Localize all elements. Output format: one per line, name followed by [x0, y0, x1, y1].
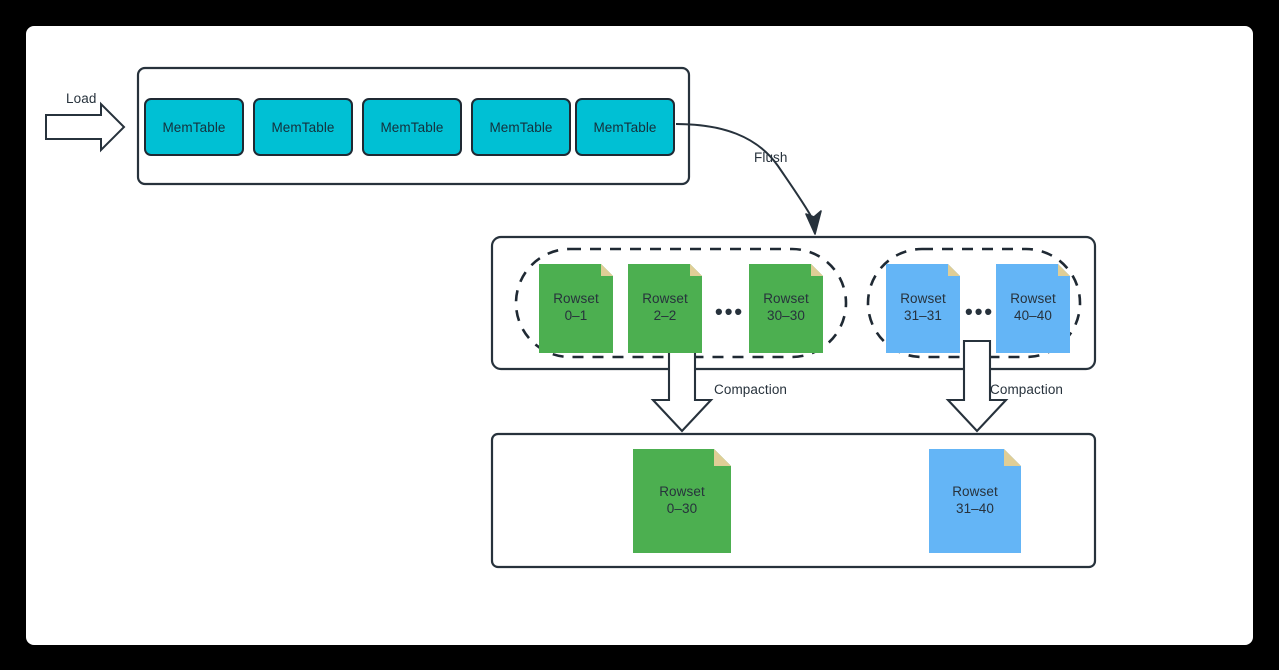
rowset-label-40-40: Rowset 40–40	[996, 290, 1070, 324]
rowset-title: Rowset	[763, 291, 809, 306]
rowset-label-30-30: Rowset 30–30	[749, 290, 823, 324]
compacted-rowset-label-31-40: Rowset 31–40	[929, 483, 1021, 517]
rowset-range: 31–31	[903, 308, 943, 323]
rowset-label-0-1: Rowset 0–1	[539, 290, 613, 324]
memtable-label-1: MemTable	[162, 120, 226, 135]
rowset-title: Rowset	[659, 484, 705, 499]
load-label: Load	[66, 91, 97, 106]
rowset-label-31-31: Rowset 31–31	[886, 290, 960, 324]
rowset-title: Rowset	[1010, 291, 1056, 306]
memtable-label-5: MemTable	[593, 120, 657, 135]
rowset-group-blue-ellipsis: •••	[965, 299, 995, 324]
rowset-range: 2–2	[653, 308, 677, 323]
rowset-title: Rowset	[553, 291, 599, 306]
rowset-range: 40–40	[1013, 308, 1053, 323]
diagram-canvas	[26, 26, 1253, 645]
rowset-range: 0–30	[666, 501, 698, 516]
memtable-label-2: MemTable	[271, 120, 335, 135]
memtable-label-4: MemTable	[489, 120, 553, 135]
rowset-group-green-ellipsis: •••	[715, 299, 745, 324]
rowset-range: 30–30	[766, 308, 806, 323]
flush-label: Flush	[754, 150, 788, 165]
rowset-title: Rowset	[900, 291, 946, 306]
rowset-title: Rowset	[952, 484, 998, 499]
rowset-range: 0–1	[564, 308, 588, 323]
compaction-label-right: Compaction	[990, 382, 1064, 397]
compaction-label-left: Compaction	[714, 382, 788, 397]
rowset-title: Rowset	[642, 291, 688, 306]
memtable-label-3: MemTable	[380, 120, 444, 135]
rowset-label-2-2: Rowset 2–2	[628, 290, 702, 324]
compacted-rowset-label-0-30: Rowset 0–30	[633, 483, 731, 517]
rowset-range: 31–40	[955, 501, 995, 516]
